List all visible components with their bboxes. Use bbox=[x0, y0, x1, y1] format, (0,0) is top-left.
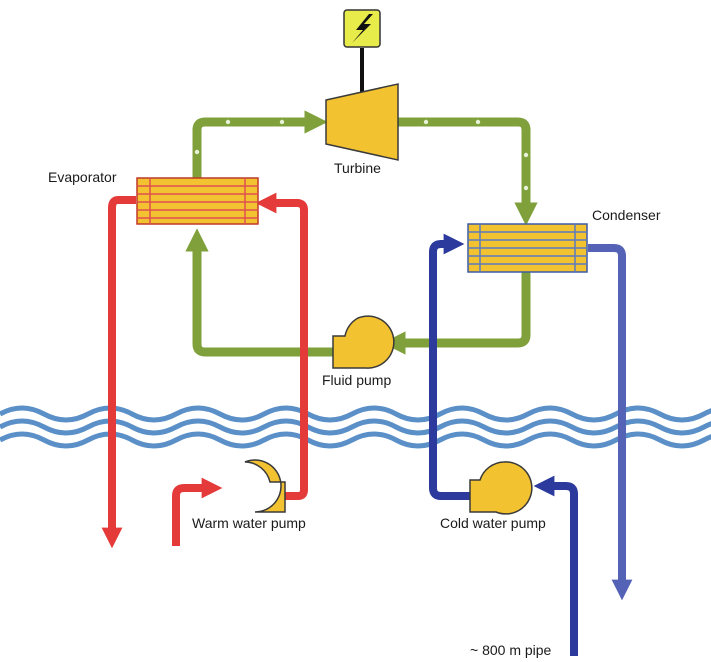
condenser-label: Condenser bbox=[592, 207, 661, 223]
turbine bbox=[325, 83, 399, 161]
warm-water-lines bbox=[101, 192, 308, 549]
evaporator-to-turbine-pipe bbox=[192, 110, 328, 183]
cold-water-supply-pipe bbox=[429, 233, 470, 500]
evaporator bbox=[136, 177, 259, 225]
condenser-to-fluid-pump-pipe bbox=[382, 269, 531, 355]
flow-dots bbox=[194, 119, 529, 191]
fluid-pump-label: Fluid pump bbox=[322, 372, 391, 388]
condenser bbox=[467, 223, 588, 273]
cold-water-pump bbox=[469, 461, 533, 515]
warm-water-discharge-pipe bbox=[101, 196, 136, 549]
fluid-pump bbox=[332, 315, 395, 369]
cold-water-pump-label: Cold water pump bbox=[440, 515, 546, 531]
warm-water-pump bbox=[244, 459, 286, 513]
cold-water-lines bbox=[429, 233, 633, 656]
turbine-to-condenser-pipe bbox=[393, 117, 538, 226]
fluid-pump-to-evaporator-pipe bbox=[185, 228, 338, 357]
warm-water-pump-label: Warm water pump bbox=[192, 515, 306, 531]
warm-water-intake-pipe bbox=[172, 477, 223, 546]
pipe-depth-label: ~ 800 m pipe bbox=[470, 642, 552, 658]
evaporator-label: Evaporator bbox=[48, 169, 117, 185]
turbine-label: Turbine bbox=[334, 160, 381, 176]
ocean-waves bbox=[0, 405, 711, 449]
cold-water-discharge-pipe bbox=[588, 244, 633, 601]
cold-water-intake-pipe bbox=[533, 475, 578, 656]
working-fluid-loop bbox=[185, 110, 538, 357]
lightning-bolt-icon bbox=[352, 14, 373, 43]
generator bbox=[343, 9, 381, 48]
warm-water-supply-pipe bbox=[255, 192, 308, 500]
